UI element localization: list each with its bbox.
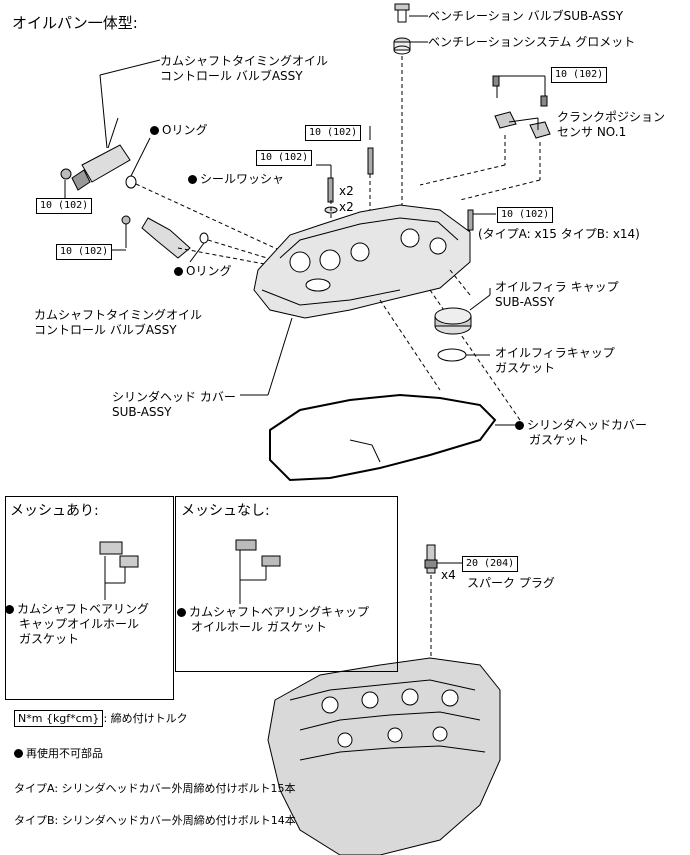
non-reusable-dot-icon — [188, 175, 197, 184]
torque-spark-plug: 20 (204) — [462, 556, 519, 572]
non-reusable-dot-icon — [150, 126, 159, 135]
mesh-without-title: メッシュなし: — [181, 503, 270, 519]
oring-top-drawing — [125, 175, 137, 189]
label-seal-washer: シールワッシャ — [188, 172, 284, 187]
label-x2-washer: x2 — [339, 200, 354, 214]
ocv-top-drawing — [60, 59, 161, 191]
non-reusable-dot-icon — [14, 749, 23, 758]
cylinder-head-drawing — [267, 657, 501, 855]
label-filler-gasket: オイルフィラキャップガスケット — [495, 346, 615, 375]
crank-sensor-drawing — [492, 75, 551, 139]
oil-filler-cap-drawing — [434, 307, 472, 335]
mesh-without-box — [175, 496, 398, 672]
label-oring-top: Oリング — [150, 123, 207, 138]
non-reusable-dot-icon — [515, 421, 524, 430]
label-head-gasket: シリンダヘッドカバー ガスケット — [515, 418, 647, 448]
oil-filler-gasket-drawing — [437, 348, 467, 362]
bolt-b-drawing — [327, 177, 334, 203]
head-cover-gasket-drawing — [269, 393, 497, 482]
legend-type-a: タイプA: シリンダヘッドカバー外周締め付けボルト15本 — [14, 782, 296, 795]
torque-cover-bolts: 10 (102) — [497, 207, 554, 223]
legend-torque: N*m {kgf*cm}: 締め付けトルク — [14, 710, 188, 727]
legend-torque-box: N*m {kgf*cm} — [14, 710, 104, 727]
label-ocv-top: カムシャフトタイミングオイルコントロール バルブASSY — [160, 54, 329, 83]
mesh-with-title: メッシュあり: — [10, 503, 99, 519]
label-spark-plug: スパーク プラグ — [467, 576, 555, 590]
torque-bolt-a: 10 (102) — [305, 125, 362, 141]
label-oring-mid: Oリング — [174, 264, 231, 279]
mesh-with-label: カムシャフトベアリング キャップオイルホール ガスケット — [5, 602, 149, 647]
torque-bolt-b: 10 (102) — [256, 150, 313, 166]
ventilation-valve-drawing — [394, 3, 410, 23]
label-x4: x4 — [441, 568, 456, 582]
bolt-a-drawing — [367, 147, 374, 175]
spark-plug-drawing — [424, 544, 438, 574]
legend-type-b: タイプB: シリンダヘッドカバー外周締め付けボルト14本 — [14, 814, 296, 827]
bolt-c-drawing — [467, 209, 474, 231]
torque-crank-sensor: 10 (102) — [551, 67, 608, 83]
label-ocv-bottom: カムシャフトタイミングオイルコントロール バルブASSY — [34, 308, 203, 337]
label-vent-valve: ベンチレーション バルブSUB-ASSY — [428, 9, 624, 23]
mesh-with-box — [5, 496, 174, 700]
torque-ocv-bottom: 10 (102) — [56, 244, 113, 260]
mesh-without-label: カムシャフトベアリングキャップ オイルホール ガスケット — [177, 605, 369, 635]
head-cover-drawing — [253, 204, 471, 319]
label-x2-bolt: x2 — [339, 184, 354, 198]
non-reusable-dot-icon — [177, 608, 186, 617]
oring-mid-drawing — [199, 232, 209, 244]
page-title: オイルパン一体型: — [12, 14, 138, 32]
label-type-note: (タイプA: x15 タイプB: x14) — [478, 227, 640, 241]
label-crank-sensor: クランクポジションセンサ NO.1 — [557, 110, 666, 139]
non-reusable-dot-icon — [174, 267, 183, 276]
label-vent-grommet: ベンチレーションシステム グロメット — [428, 35, 636, 49]
mesh-without-gasket-drawing — [235, 539, 281, 604]
non-reusable-dot-icon — [5, 605, 14, 614]
torque-ocv-top: 10 (102) — [36, 198, 93, 214]
mesh-with-gasket-drawing — [99, 541, 139, 600]
ocv-bottom-drawing — [121, 215, 191, 259]
legend-non-reusable: 再使用不可部品 — [14, 745, 103, 761]
grommet-drawing — [393, 37, 411, 55]
